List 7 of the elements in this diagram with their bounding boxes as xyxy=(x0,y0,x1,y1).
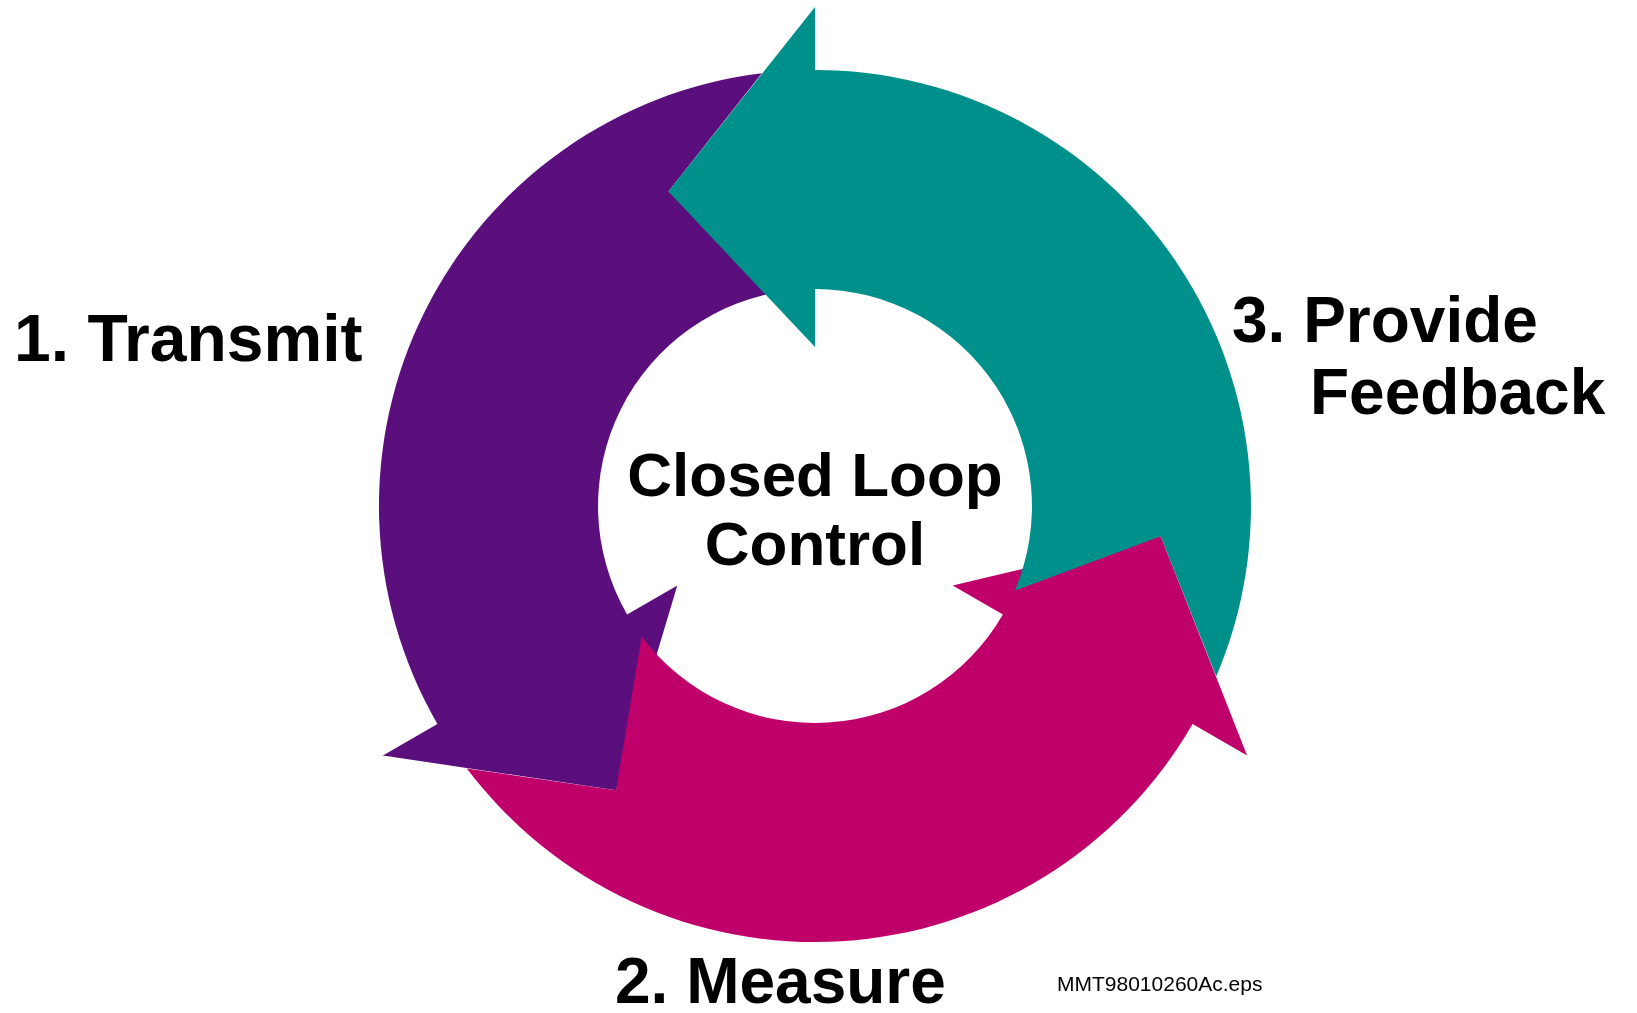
file-name: MMT98010260Ac.eps xyxy=(1057,972,1263,996)
curved-arrow xyxy=(466,536,1248,942)
step-label: 2. Measure xyxy=(615,946,946,1013)
curved-arrow xyxy=(668,7,1251,677)
step-label: 3. Provide Feedback xyxy=(1232,285,1637,429)
step-label: 1. Transmit xyxy=(14,302,363,376)
center-label: Closed Loop Control xyxy=(590,440,1040,579)
